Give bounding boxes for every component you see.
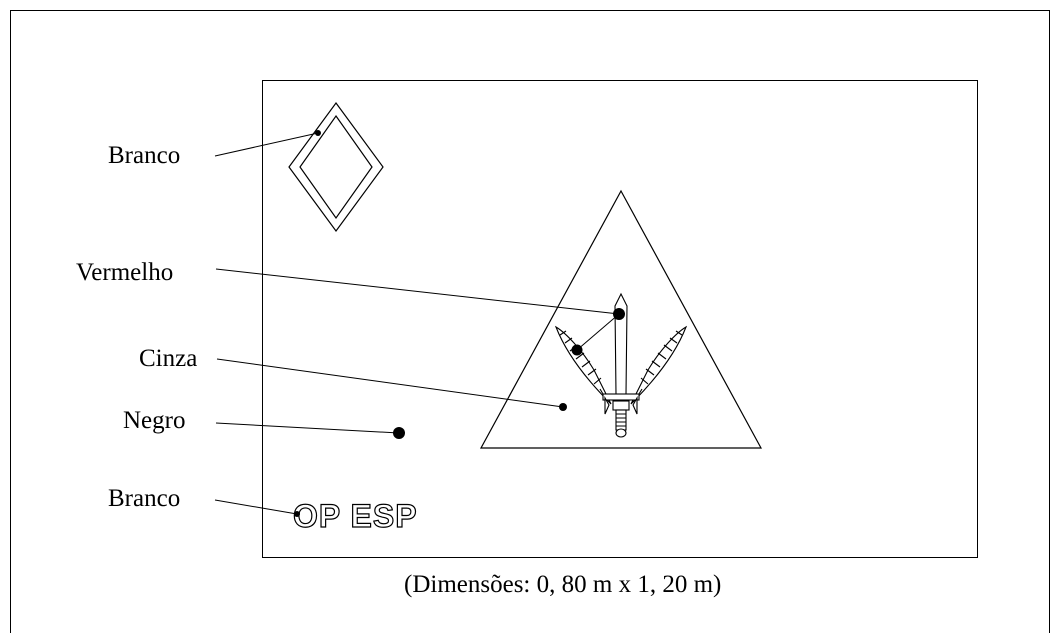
leader-branco-top [214,132,319,157]
dot-branco-top [315,130,321,136]
label-branco-bottom: Branco [108,485,181,512]
dimensions-caption: (Dimensões: 0, 80 m x 1, 20 m) [404,571,722,598]
label-negro: Negro [123,407,186,434]
leader-cinza [216,358,564,408]
leader-lines [214,132,620,515]
label-branco-top: Branco [108,142,181,169]
diamond-emblem [288,101,384,233]
label-cinza: Cinza [139,345,198,372]
dot-branco-bottom [294,511,300,517]
leader-dots [294,130,625,517]
page-border [10,10,1050,633]
triangle-emblem [479,189,763,449]
label-vermelho: Vermelho [76,259,174,286]
dot-cinza [559,403,567,411]
dot-vermelho-1 [613,308,625,320]
dot-vermelho-2 [571,344,583,356]
sword-wings-icon [554,292,688,438]
flag-outline [262,80,978,558]
leader-branco-bottom [214,499,298,515]
leader-negro [215,422,400,434]
op-esp-text: OP ESP [293,498,418,534]
dot-negro [393,427,405,439]
leader-vermelho-2 [576,313,620,351]
leader-vermelho-1 [215,268,620,315]
